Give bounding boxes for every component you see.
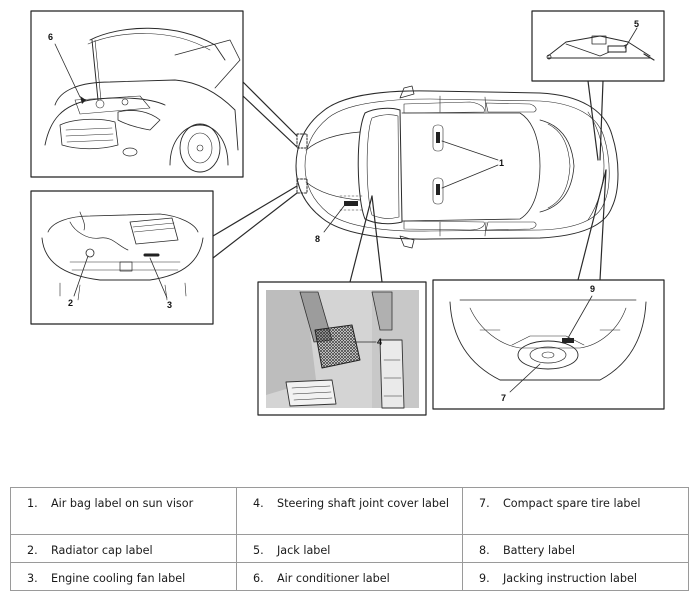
legend-text: Steering shaft joint cover label (277, 497, 449, 510)
legend-number: 4. (253, 497, 264, 510)
legend-cell: 7. Compact spare tire label (462, 487, 689, 535)
legend-number: 9. (479, 572, 490, 585)
callout-3: 3 (167, 300, 172, 310)
legend-row: 3. Engine cooling fan label 6. Air conditi… (10, 562, 689, 591)
legend-row: 2. Radiator cap label 5. Jack label 8. Batt… (10, 534, 689, 563)
callout-8: 8 (315, 234, 320, 244)
callout-7: 7 (501, 393, 506, 403)
legend-cell: 4. Steering shaft joint cover label (236, 487, 463, 535)
panel-trunk-spare (432, 279, 665, 410)
panel-jack (531, 10, 665, 82)
legend-cell: 6. Air conditioner label (236, 562, 463, 591)
callout-1: 1 (499, 158, 504, 168)
legend-row: 1. Air bag label on sun visor 4. Steering … (10, 487, 689, 535)
legend-number: 5. (253, 544, 264, 557)
callout-6: 6 (48, 32, 53, 42)
legend-text: Engine cooling fan label (51, 572, 186, 585)
legend-number: 1. (27, 497, 38, 510)
legend-cell: 1. Air bag label on sun visor (10, 487, 237, 535)
callout-leaders-top (323, 140, 499, 233)
legend-text: Battery label (503, 544, 576, 557)
callout-9: 9 (590, 284, 595, 294)
callout-2: 2 (68, 298, 73, 308)
vehicle-label-location-diagram: 1 2 3 4 5 6 7 8 9 (30, 10, 665, 416)
legend-cell: 2. Radiator cap label (10, 534, 237, 563)
legend-text: Air bag label on sun visor (51, 497, 194, 510)
car-top-view (295, 85, 619, 249)
legend-cell: 5. Jack label (236, 534, 463, 563)
legend-text: Jack label (277, 544, 331, 557)
callout-4: 4 (377, 337, 382, 347)
legend-text: Compact spare tire label (503, 497, 641, 510)
panel-pedal-area (257, 281, 427, 416)
legend-number: 8. (479, 544, 490, 557)
legend-text: Radiator cap label (51, 544, 153, 557)
legend-number: 3. (27, 572, 38, 585)
callout-5: 5 (634, 19, 639, 29)
legend-number: 6. (253, 572, 264, 585)
legend-number: 7. (479, 497, 490, 510)
legend-number: 2. (27, 544, 38, 557)
legend-cell: 8. Battery label (462, 534, 689, 563)
legend-cell: 9. Jacking instruction label (462, 562, 689, 591)
legend-text: Jacking instruction label (503, 572, 637, 585)
callout-numbers: 1 2 3 4 5 6 7 8 9 (48, 19, 639, 403)
legend-table: 1. Air bag label on sun visor 4. Steering … (10, 487, 689, 591)
panel-hood-open (30, 10, 244, 178)
legend-text: Air conditioner label (277, 572, 390, 585)
legend-cell: 3. Engine cooling fan label (10, 562, 237, 591)
panel-connector-lines (212, 80, 607, 283)
panel-radiator-area (30, 190, 214, 325)
